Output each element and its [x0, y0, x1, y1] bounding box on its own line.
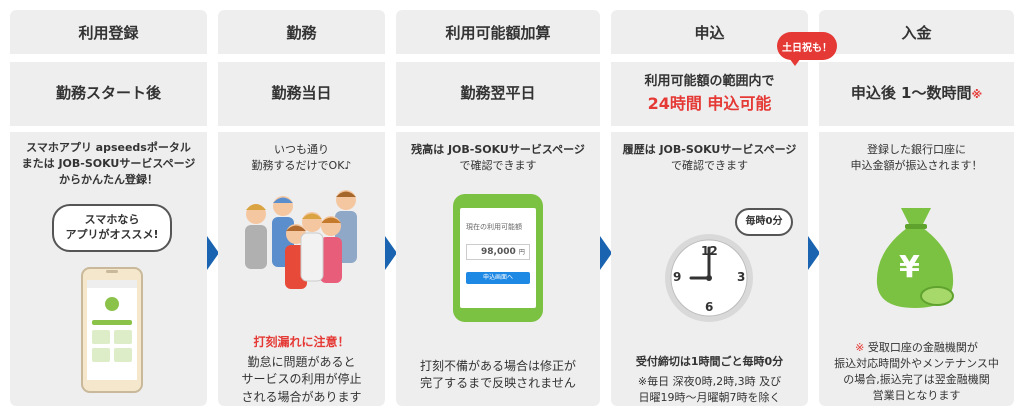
- step-body: 残高は JOB-SOKUサービスページ で確認できます 現在の利用可能額 98,…: [396, 132, 600, 406]
- flow-arrow-icon: [600, 236, 612, 270]
- step-body: 登録した銀行口座に 申込金額が振込されます！ ¥ ※ 受取口座の金融機関が 振込…: [819, 132, 1014, 406]
- step-subtitle: 申込後 1～数時間※: [819, 62, 1014, 126]
- step-subtitle: 利用可能額の範囲内で 24時間 申込可能: [611, 62, 808, 126]
- step-description: 残高は JOB-SOKUサービスページ で確認できます: [411, 143, 585, 172]
- flow-arrow-icon: [808, 236, 820, 270]
- deadline-text: 受付締切は1時間ごと毎時0分: [635, 355, 784, 368]
- step-note: ※ 受取口座の金融機関が 振込対応時間外やメンテナンス中 の場合,振込完了は翌金…: [834, 341, 999, 402]
- step-note: 勤怠に問題があると サービスの利用が停止 される場合があります: [241, 355, 362, 404]
- step-description: 履歴は JOB-SOKUサービスページ で確認できます: [622, 143, 797, 172]
- step-subtitle: 勤務当日: [218, 62, 385, 126]
- step-title: 利用登録: [10, 10, 207, 54]
- flow-arrow-icon: [207, 236, 219, 270]
- clock-icon: [665, 234, 753, 322]
- step-body: スマホアプリ apseedsポータル または JOB-SOKUサービスページ か…: [10, 132, 207, 406]
- step-description: いつも通り 勤務するだけでOK♪: [251, 143, 352, 172]
- step-title: 申込: [611, 10, 808, 54]
- step-balance: 利用可能額加算 勤務翌平日 残高は JOB-SOKUサービスページ で確認できま…: [396, 10, 600, 406]
- balance-phone: 現在の利用可能額 98,000 円 申込画面へ: [453, 194, 543, 322]
- step-title: 利用可能額加算: [396, 10, 600, 54]
- step-note: ※毎日 深夜0時,2時,3時 及び 日曜19時～月曜朝7時を除く: [637, 375, 782, 404]
- step-subtitle: 勤務スタート後: [10, 62, 207, 126]
- step-apply: 申込 利用可能額の範囲内で 24時間 申込可能 履歴は JOB-SOKUサービス…: [611, 10, 808, 406]
- step-register: 利用登録 勤務スタート後 スマホアプリ apseedsポータル または JOB-…: [10, 10, 207, 406]
- step-body: 履歴は JOB-SOKUサービスページ で確認できます 毎時0分 12 3 6 …: [611, 132, 808, 406]
- yen-symbol: ¥: [899, 250, 920, 285]
- money-bag-icon: [876, 208, 954, 308]
- clock-number-6: 6: [705, 300, 714, 314]
- clock-number-12: 12: [701, 244, 718, 258]
- step-description: 登録した銀行口座に 申込金額が振込されます！: [850, 143, 983, 172]
- app-recommend-bubble: スマホならアプリがオススメ!: [52, 204, 172, 252]
- step-body: いつも通り 勤務するだけでOK♪: [218, 132, 385, 406]
- step-description: スマホアプリ apseedsポータル または JOB-SOKUサービスページ か…: [21, 141, 196, 186]
- clock-number-9: 9: [673, 270, 682, 284]
- step-title: 入金: [819, 10, 1014, 54]
- balance-amount: 98,000 円: [466, 244, 530, 260]
- clock-number-3: 3: [737, 270, 746, 284]
- step-deposit: 入金 申込後 1～数時間※ 登録した銀行口座に 申込金額が振込されます！ ¥ ※…: [819, 10, 1014, 406]
- step-note: 打刻不備がある場合は修正が 完了するまで反映されません: [419, 359, 576, 391]
- flow-arrow-icon: [385, 236, 397, 270]
- apply-screen-button: 申込画面へ: [466, 272, 530, 284]
- workers-group-icon: [245, 190, 357, 289]
- every-hour-bubble: 毎時0分: [735, 208, 793, 236]
- weekends-holidays-badge: 土日祝も！: [777, 32, 837, 66]
- smartphone-app-icon: [81, 267, 143, 393]
- step-title: 勤務: [218, 10, 385, 54]
- step-work: 勤務 勤務当日 いつも通り 勤務するだけでOK♪: [218, 10, 385, 406]
- step-subtitle: 勤務翌平日: [396, 62, 600, 126]
- phone-screen: 現在の利用可能額 98,000 円 申込画面へ: [460, 208, 536, 308]
- warning-text: 打刻漏れに注意！: [253, 335, 350, 349]
